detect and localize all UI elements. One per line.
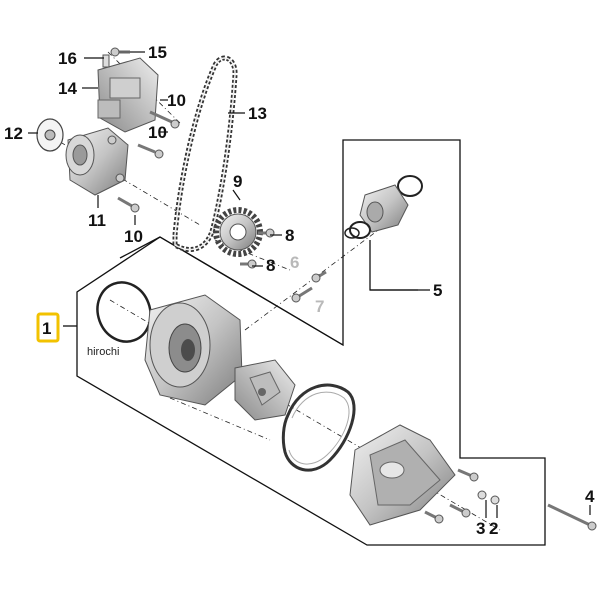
part-13-chain [172, 55, 238, 252]
label-15[interactable]: 15 [148, 43, 167, 62]
label-10-mid[interactable]: 10 [148, 123, 167, 142]
part-1-pump-cover [349, 424, 456, 526]
bolts-6-7 [291, 270, 327, 303]
label-13[interactable]: 13 [248, 104, 267, 123]
label-10-top[interactable]: 10 [167, 91, 186, 110]
label-8-lower[interactable]: 8 [266, 256, 275, 275]
part-14-bracket [97, 57, 159, 133]
label-4[interactable]: 4 [585, 487, 595, 506]
bolts-cover [424, 468, 597, 531]
assembly-frame-1 [63, 139, 546, 546]
label-7[interactable]: 7 [315, 297, 324, 316]
label-10-bottom[interactable]: 10 [124, 227, 143, 246]
label-12[interactable]: 12 [4, 124, 23, 143]
part-1-impeller [234, 359, 296, 421]
label-3[interactable]: 3 [476, 519, 485, 538]
part-5-impeller-shaft [344, 175, 423, 239]
label-5[interactable]: 5 [433, 281, 442, 300]
label-9[interactable]: 9 [233, 172, 242, 191]
label-16[interactable]: 16 [58, 49, 77, 68]
part-9-sprocket [213, 207, 263, 257]
part-1-o-ring [96, 281, 152, 343]
label-6[interactable]: 6 [290, 253, 299, 272]
watermark: hirochi [87, 346, 119, 358]
leader-lines [28, 51, 591, 518]
highlight-box [36, 312, 60, 343]
part-labels: 1 2 3 4 5 6 7 8 8 9 10 10 10 11 12 13 14… [4, 43, 595, 538]
part-11-housing [65, 127, 129, 196]
label-8-upper[interactable]: 8 [285, 226, 294, 245]
label-2[interactable]: 2 [489, 519, 498, 538]
label-14[interactable]: 14 [58, 79, 77, 98]
part-12-cover-plate [36, 118, 64, 152]
label-1[interactable]: 1 [42, 319, 51, 338]
part-1-gasket [281, 383, 356, 472]
label-11[interactable]: 11 [88, 211, 106, 230]
part-1-pump-housing [144, 294, 243, 406]
assembly-frame-5 [159, 236, 430, 346]
bolts-upper [102, 47, 180, 213]
